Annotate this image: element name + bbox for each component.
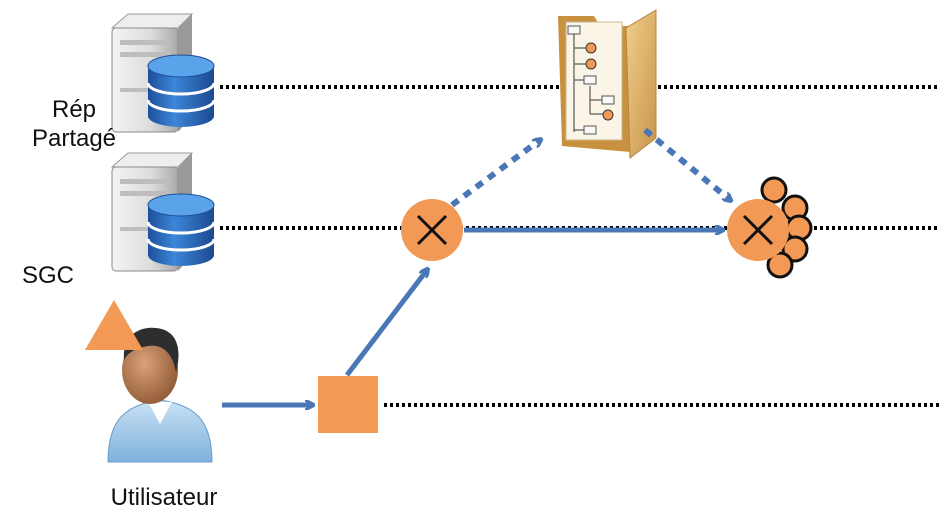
label-rep-partage: Rép Partagé xyxy=(18,95,130,153)
square-node-icon xyxy=(318,376,378,433)
cross-circle-icon xyxy=(401,199,463,261)
cross-circle-multi-icon xyxy=(727,176,813,279)
database-server-icon xyxy=(110,13,216,133)
label-utilisateur: Utilisateur xyxy=(110,484,218,511)
label-sgc: SGC xyxy=(22,262,75,289)
arrow-start-to-decision xyxy=(345,270,427,377)
database-server-icon xyxy=(110,152,216,272)
folder-tree-icon xyxy=(558,9,657,159)
label-rep-partage-line-2: Partagé xyxy=(31,125,117,152)
user-icon xyxy=(107,327,213,463)
dashed-arrow-decision-to-folder xyxy=(450,140,540,208)
dashed-arrow-folder-to-merge xyxy=(643,127,730,200)
label-rep-partage-line-1: Rép xyxy=(51,96,97,123)
triangle-icon xyxy=(85,300,143,350)
